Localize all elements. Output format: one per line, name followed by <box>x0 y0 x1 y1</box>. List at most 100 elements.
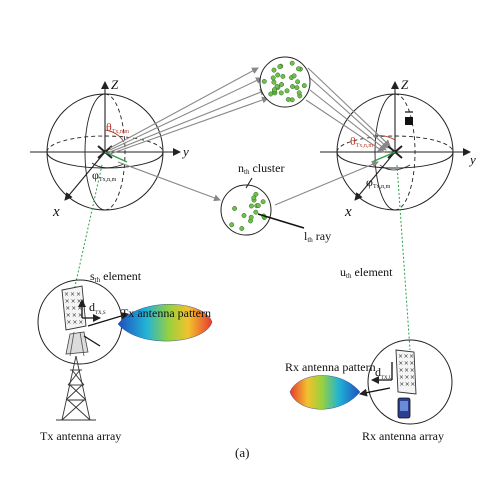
scatterer-dot <box>270 75 276 81</box>
rx-element-link <box>396 164 411 351</box>
scatterer-dot <box>295 79 301 85</box>
antenna-element-icon: × <box>65 298 70 305</box>
scatterer-dot <box>296 90 302 96</box>
scatterer-dot <box>285 97 291 102</box>
rx-theta-label: θTx,n,m <box>350 134 373 149</box>
scatterer-dot <box>232 206 238 211</box>
antenna-element-icon: × <box>399 374 404 381</box>
scatterer-dot <box>301 83 307 89</box>
scatterer-dot <box>239 226 245 231</box>
antenna-element-icon: × <box>409 360 414 367</box>
tx-pattern-label: Tx antenna pattern <box>121 306 211 320</box>
antenna-element-icon: × <box>64 291 69 298</box>
s-element-label: sth element <box>90 269 142 284</box>
tx-phi-label: φTx,n,m <box>92 168 117 183</box>
antenna-element-icon: × <box>405 381 410 388</box>
antenna-element-icon: × <box>71 298 76 305</box>
scatterer-dot <box>271 67 277 73</box>
tx-array-label: Tx antenna array <box>40 429 121 443</box>
antenna-element-icon: × <box>404 367 409 374</box>
scatterer-dot <box>255 203 261 209</box>
antenna-element-icon: × <box>404 374 409 381</box>
scatterer-dot <box>271 79 277 85</box>
scatterer-dot <box>278 90 284 96</box>
cluster-pointer <box>245 177 253 189</box>
scatterer-dot <box>290 84 295 89</box>
rx-square-marker <box>405 117 413 125</box>
antenna-element-icon: × <box>66 319 71 326</box>
rx-sphere <box>320 81 471 211</box>
scatterer-dot <box>260 199 266 205</box>
antenna-element-icon: × <box>404 353 409 360</box>
antenna-element-icon: × <box>72 312 77 319</box>
rx-y-label: y <box>468 152 476 167</box>
antenna-element-icon: × <box>70 291 75 298</box>
scatterer-dot <box>253 191 259 197</box>
ray-pointer <box>257 213 305 229</box>
tx-sphere <box>30 81 181 211</box>
rx-pattern-lobe <box>289 375 361 410</box>
scatterer-dot <box>251 195 257 201</box>
scatterer-dot <box>229 222 235 228</box>
rx-phi-label: φTx,n,m <box>366 175 391 190</box>
rx-array-label: Rx antenna array <box>362 429 444 443</box>
lower-cluster <box>220 177 305 236</box>
scatterer-dot <box>291 73 297 79</box>
cluster-label: nth cluster <box>238 161 284 176</box>
ray-label: lth ray <box>304 229 331 244</box>
scatterer-dot <box>248 214 254 220</box>
scatterer-dot <box>271 87 277 93</box>
upper-cluster <box>259 56 311 108</box>
antenna-element-icon: × <box>66 312 71 319</box>
tx-d-label: dTX,S <box>89 300 106 316</box>
scatterer-dot <box>277 64 283 70</box>
antenna-element-icon: × <box>77 298 82 305</box>
scatterer-dot <box>274 83 280 89</box>
tx-x-label: x <box>52 204 60 220</box>
rx-pattern-label: Rx antenna pattern <box>285 360 376 374</box>
antenna-element-icon: × <box>410 381 415 388</box>
propagation-rays <box>109 67 391 206</box>
tx-element-link <box>71 164 103 301</box>
antenna-element-icon: × <box>65 305 70 312</box>
antenna-element-icon: × <box>399 381 404 388</box>
scatterer-dot <box>241 213 247 218</box>
scatterer-dot <box>280 73 286 79</box>
antenna-element-icon: × <box>399 367 404 374</box>
antenna-element-icon: × <box>72 319 77 326</box>
scatterer-dot <box>248 203 254 209</box>
scatterer-dot <box>296 66 301 72</box>
antenna-element-icon: × <box>78 312 83 319</box>
scatterer-dot <box>261 78 267 84</box>
scatterer-dot <box>253 209 259 215</box>
scatterer-dot <box>279 82 285 87</box>
tx-theta-label: θTx,n,m <box>106 120 129 135</box>
figure-caption: (a) <box>235 445 249 460</box>
rx-d-label: dTX,U <box>375 365 393 381</box>
scatterer-dot <box>294 85 300 91</box>
antenna-element-icon: × <box>410 374 415 381</box>
antenna-element-icon: × <box>71 305 76 312</box>
rx-antenna-zoom: ××××××××××××××× <box>289 339 453 425</box>
antenna-element-icon: × <box>398 360 403 367</box>
antenna-element-icon: × <box>398 353 403 360</box>
antenna-element-icon: × <box>77 305 82 312</box>
antenna-element-icon: × <box>78 319 83 326</box>
antenna-element-icon: × <box>410 367 415 374</box>
antenna-element-icon: × <box>76 291 81 298</box>
rx-z-label: Z <box>401 77 409 92</box>
antenna-element-icon: × <box>409 353 414 360</box>
tx-z-label: Z <box>111 77 119 92</box>
scatterer-dot <box>268 91 274 97</box>
scatterer-dot <box>284 88 290 94</box>
tx-tower-icon <box>56 355 96 421</box>
u-element-label: uth element <box>340 265 393 280</box>
tx-antenna-zoom: ××××××××××××××× <box>37 279 213 365</box>
scatterer-dot <box>289 60 295 66</box>
antenna-element-icon: × <box>404 360 409 367</box>
tx-y-label: y <box>181 144 189 159</box>
rx-x-label: x <box>344 204 352 220</box>
tx-pattern-lobe <box>117 304 213 342</box>
scatterer-dot <box>275 72 281 78</box>
